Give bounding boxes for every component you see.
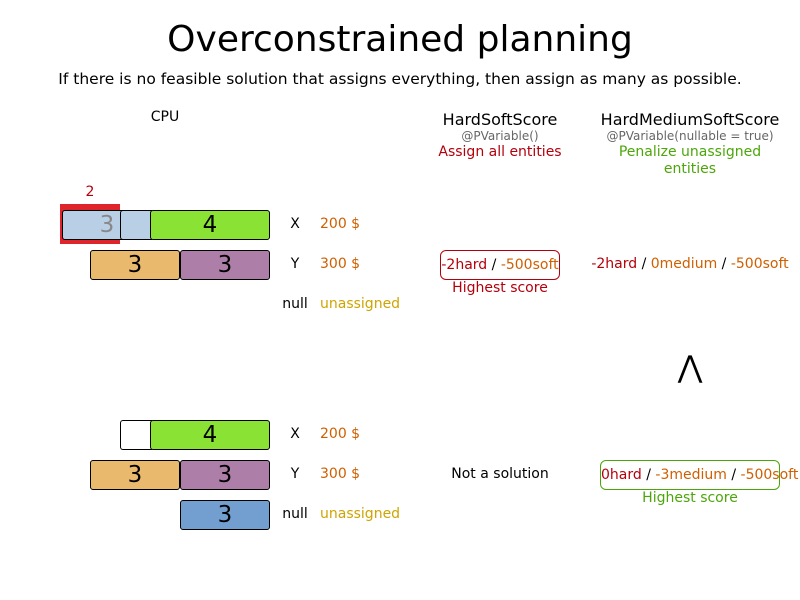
top-hardmediumsoft-score: -2hard / 0medium / -500soft	[591, 256, 789, 272]
bottom-hardmediumsoft-highest-tag: Highest score	[642, 490, 738, 506]
top-row-null-status: unassigned	[320, 296, 401, 312]
top-hardsoft-highest-tag: Highest score	[452, 280, 548, 296]
bottom-hardsoft-not-solution: Not a solution	[451, 466, 549, 482]
overload-marker: 2	[85, 184, 95, 200]
top-x-process-stub	[120, 210, 152, 240]
hardsoft-annotation: @PVariable()	[461, 129, 539, 143]
page-title: Overconstrained planning	[167, 19, 633, 60]
bottom-row-x-label: X	[290, 426, 300, 442]
hardmediumsoft-annotation: @PVariable(nullable = true)	[606, 129, 774, 143]
top-y-tan-process: 3	[90, 250, 180, 280]
bottom-row-null-status: unassigned	[320, 506, 401, 522]
hardsoft-note: Assign all entities	[438, 144, 562, 160]
greater-than-comparison-icon: ⋀	[677, 350, 703, 385]
bottom-hardmediumsoft-score: 0hard / -3medium / -500soft	[600, 460, 798, 490]
top-x-green-process: 4	[150, 210, 270, 240]
hardmediumsoft-note: Penalize unassigned entities	[618, 144, 762, 177]
hardmediumsoft-header: HardMediumSoftScore	[600, 110, 780, 129]
bottom-row-y-label: Y	[290, 466, 300, 482]
top-y-purple-process: 3	[180, 250, 270, 280]
top-row-null-label: null	[282, 296, 308, 312]
bottom-x-green-process: 4	[150, 420, 270, 450]
page-subtitle: If there is no feasible solution that as…	[58, 70, 742, 88]
top-row-x-cost: 200 $	[320, 216, 361, 232]
top-hardsoft-score: -2hard / -500soft	[440, 250, 560, 280]
top-row-y-cost: 300 $	[320, 256, 361, 272]
top-row-y-label: Y	[290, 256, 300, 272]
top-row-x-label: X	[290, 216, 300, 232]
bottom-row-y-cost: 300 $	[320, 466, 361, 482]
bottom-y-tan-process: 3	[90, 460, 180, 490]
bottom-null-blue-process: 3	[180, 500, 270, 530]
bottom-y-purple-process: 3	[180, 460, 270, 490]
cpu-header: CPU	[150, 109, 180, 125]
hardsoft-header: HardSoftScore	[442, 110, 558, 129]
bottom-row-null-label: null	[282, 506, 308, 522]
bottom-x-empty-slot	[120, 420, 152, 450]
bottom-row-x-cost: 200 $	[320, 426, 361, 442]
